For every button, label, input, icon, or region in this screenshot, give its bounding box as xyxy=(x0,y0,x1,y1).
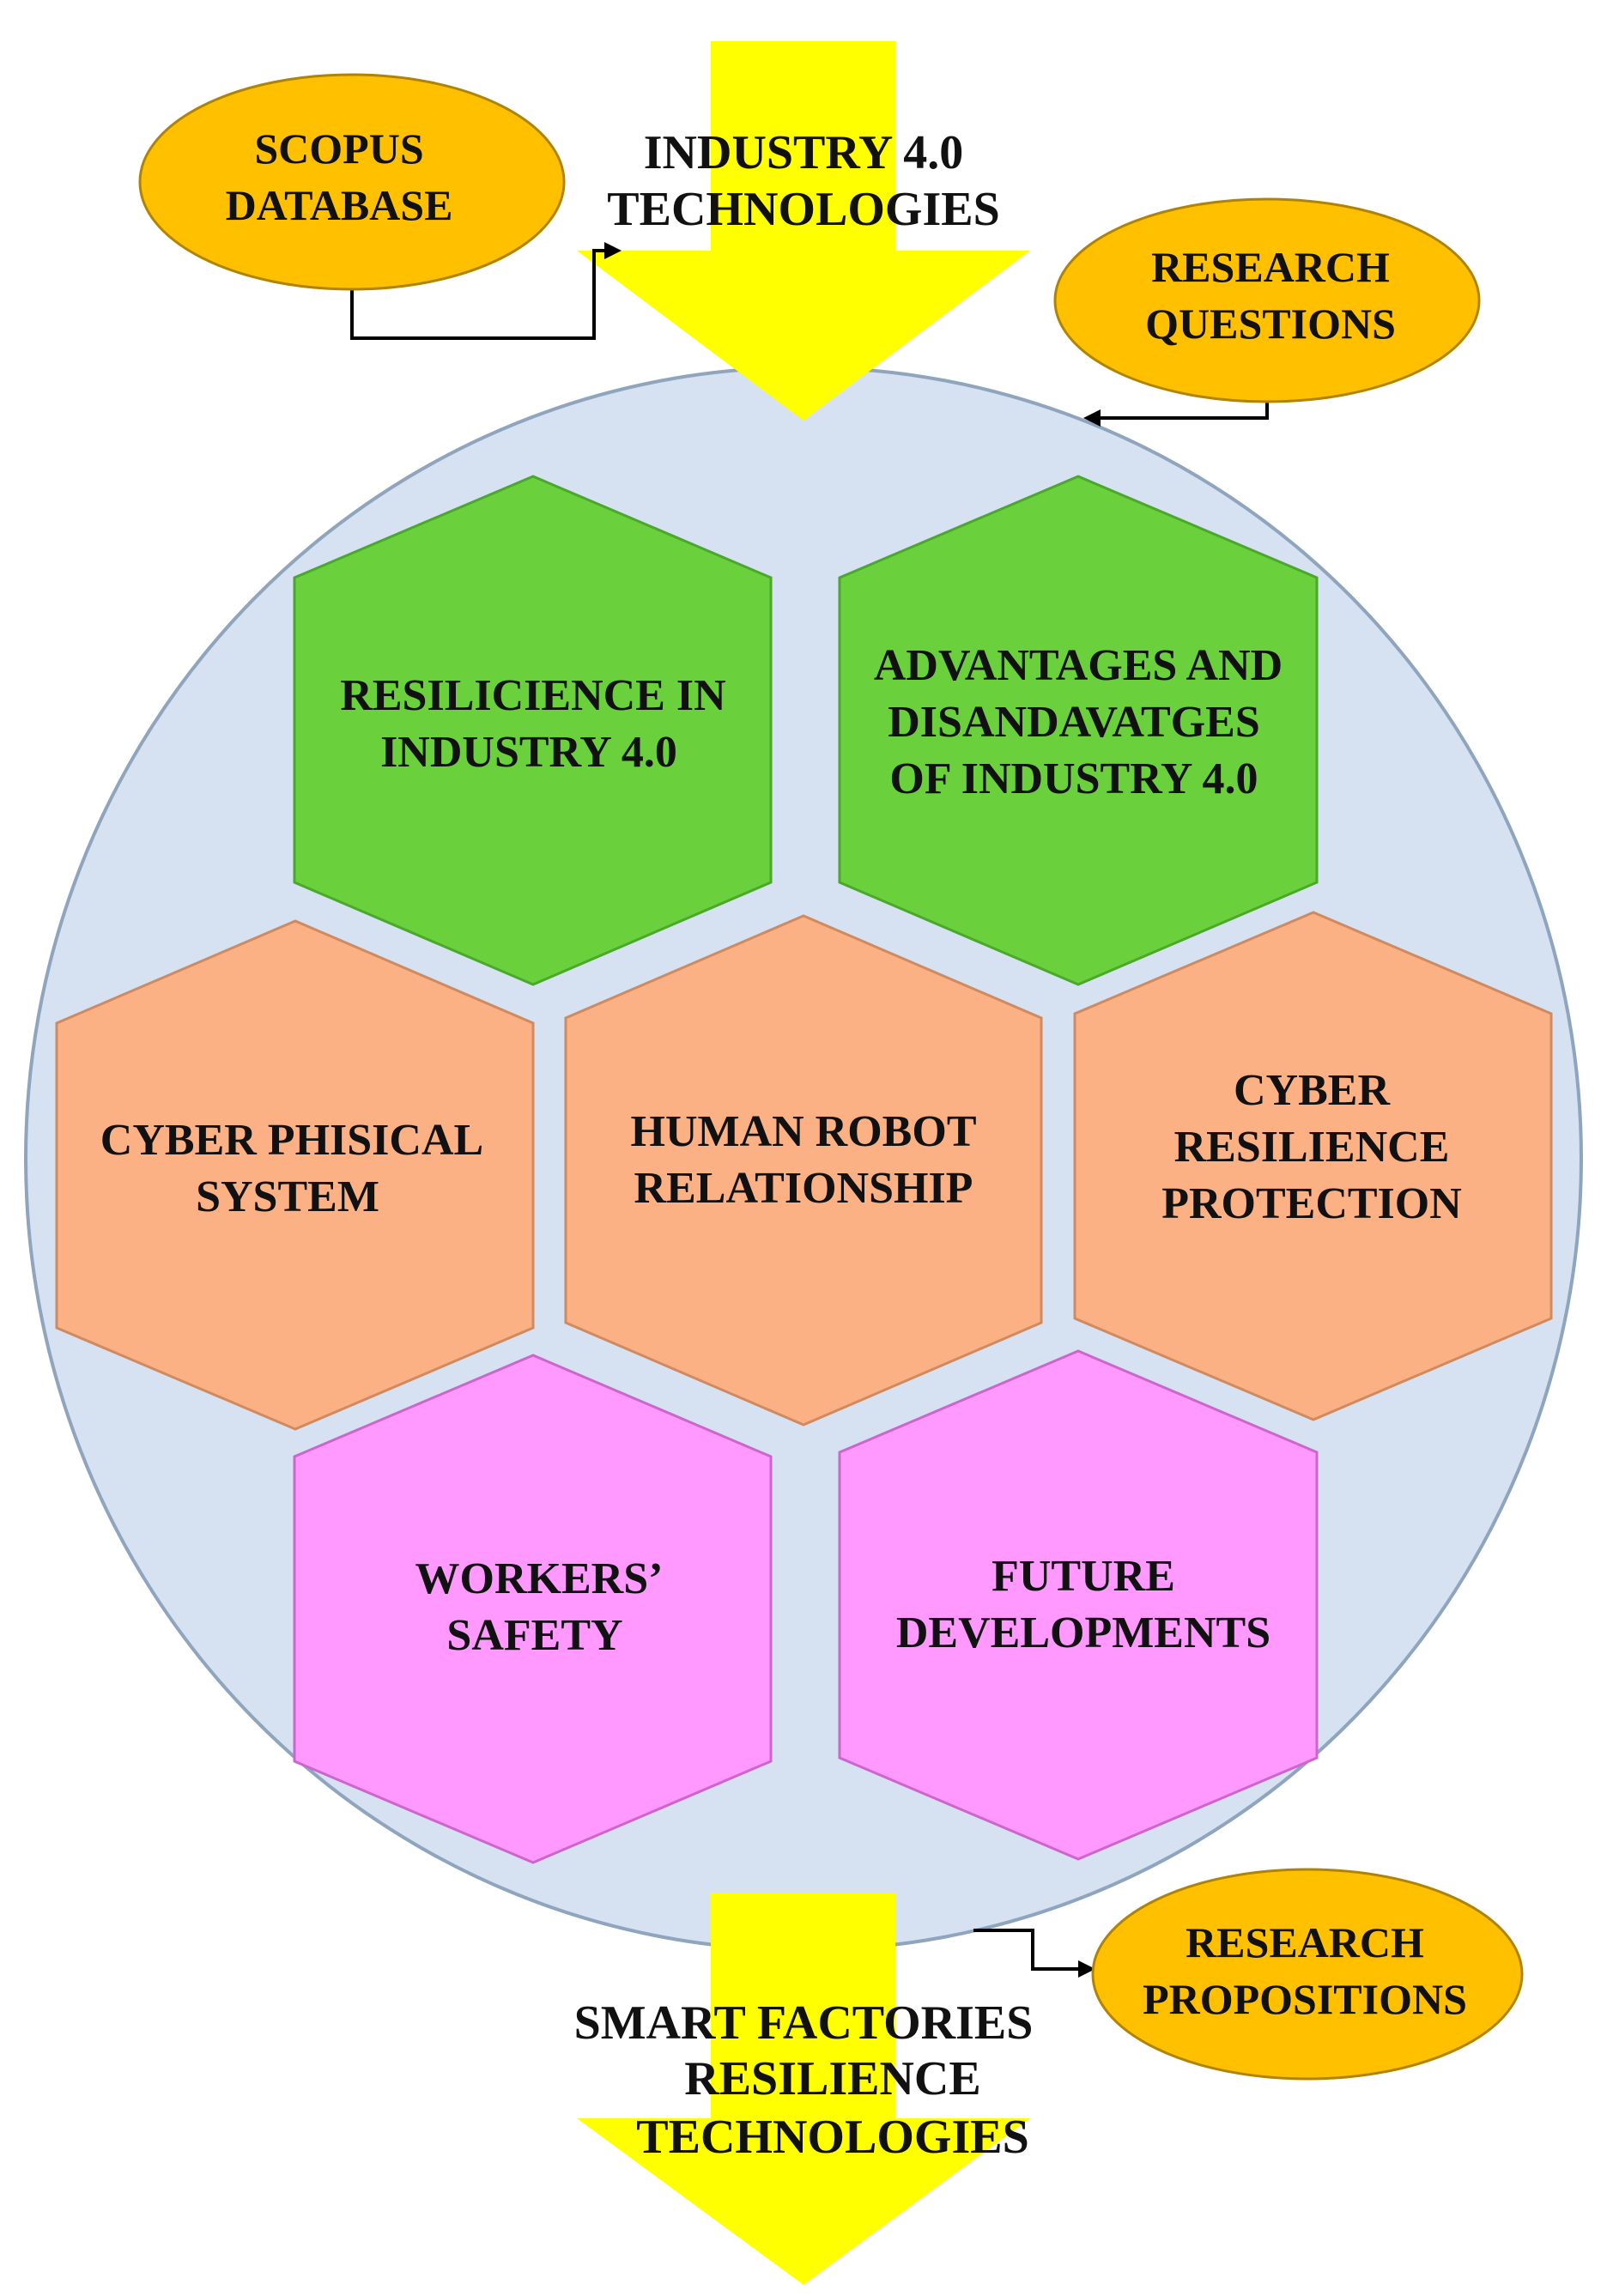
hexagon-cyber-resilience-protection-shape xyxy=(1073,911,1553,1421)
hexagon-future-developments-shape xyxy=(838,1349,1319,1861)
hexagon-cyber-physical-system: CYBER PHISICAL SYSTEM xyxy=(55,919,535,1431)
research-questions-label-line-1: RESEARCH xyxy=(1151,243,1390,291)
hexagon-human-robot-relationship: HUMAN ROBOT RELATIONSHIP xyxy=(564,914,1043,1427)
hexagon-future-developments: FUTURE DEVELOPMENTS xyxy=(838,1349,1319,1861)
questions-connector xyxy=(1101,402,1269,420)
scopus-connector-arrowhead xyxy=(604,242,622,259)
bottom-arrow-label-line-2: RESILIENCE xyxy=(684,2052,980,2105)
hexagon-human-robot-relationship-shape xyxy=(564,914,1043,1427)
bottom-arrow-label-line-3: TECHNOLOGIES xyxy=(636,2111,1028,2164)
hexagon-cyber-physical-system-label-line-1: CYBER PHISICAL xyxy=(100,1116,483,1165)
top-arrow-label-line-1: INDUSTRY 4.0 xyxy=(644,126,963,179)
scopus-database-label-line-2: DATABASE xyxy=(226,181,453,229)
hexagon-workers-safety-shape xyxy=(293,1354,773,1864)
hexagon-advantages-disadvantages-label-line-2: DISANDAVATGES xyxy=(888,698,1260,747)
research-propositions-shape xyxy=(1091,1868,1524,2081)
hexagon-cyber-physical-system-shape xyxy=(55,919,535,1431)
hexagon-advantages-disadvantages-label-line-1: ADVANTAGES AND xyxy=(874,641,1283,690)
bottom-arrow-label-line-1: SMART FACTORIES xyxy=(574,1996,1034,2050)
hexagon-workers-safety-label-line-2: SAFETY xyxy=(446,1611,622,1660)
hexagon-human-robot-relationship-label-line-1: HUMAN ROBOT xyxy=(631,1107,977,1156)
hexagon-advantages-disadvantages-label-line-3: OF INDUSTRY 4.0 xyxy=(889,754,1258,803)
research-propositions-label-line-1: RESEARCH xyxy=(1186,1918,1424,1966)
hexagon-advantages-disadvantages: ADVANTAGES AND DISANDAVATGES OF INDUSTRY… xyxy=(838,475,1319,986)
scopus-database-ellipse: SCOPUS DATABASE xyxy=(138,73,566,291)
hexagon-future-developments-label-line-1: FUTURE xyxy=(991,1552,1175,1601)
hexagon-workers-safety-label-line-1: WORKERS’ xyxy=(415,1554,664,1603)
scopus-database-label-line-1: SCOPUS xyxy=(254,124,423,173)
hexagon-cyber-resilience-protection-label-line-3: PROTECTION xyxy=(1161,1179,1462,1228)
hexagon-cyber-physical-system-label-line-2: SYSTEM xyxy=(196,1172,379,1221)
top-arrow xyxy=(577,41,1030,421)
questions-connector-arrowhead xyxy=(1083,409,1101,427)
propositions-connector xyxy=(973,1929,1078,1971)
hexagon-workers-safety: WORKERS’ SAFETY xyxy=(293,1354,773,1864)
research-propositions-ellipse: RESEARCH PROPOSITIONS xyxy=(1091,1868,1524,2081)
top-arrow-label-line-2: TECHNOLOGIES xyxy=(607,183,999,236)
hexagon-future-developments-label-line-2: DEVELOPMENTS xyxy=(896,1608,1270,1657)
hexagon-resilience-industry: RESILICIENCE IN INDUSTRY 4.0 xyxy=(293,475,773,986)
hexagon-cyber-resilience-protection-label-line-1: CYBER xyxy=(1234,1066,1391,1115)
bottom-arrow-label: SMART FACTORIES RESILIENCE TECHNOLOGIES xyxy=(574,1996,1034,2164)
bottom-arrow xyxy=(577,1893,1030,2285)
hexagon-cyber-resilience-protection: CYBER RESILIENCE PROTECTION xyxy=(1073,911,1553,1421)
hexagon-advantages-disadvantages-shape xyxy=(838,475,1319,986)
top-arrow-label: INDUSTRY 4.0 TECHNOLOGIES xyxy=(607,126,999,236)
hexagon-resilience-industry-shape xyxy=(293,475,773,986)
hexagon-resilience-industry-label-line-2: INDUSTRY 4.0 xyxy=(380,728,677,777)
scopus-connector xyxy=(350,249,605,340)
hexagon-resilience-industry-label-line-1: RESILICIENCE IN xyxy=(340,671,725,720)
hexagon-human-robot-relationship-label-line-2: RELATIONSHIP xyxy=(634,1164,973,1213)
research-questions-label-line-2: QUESTIONS xyxy=(1145,300,1396,348)
scopus-database-shape xyxy=(138,73,566,291)
propositions-connector-arrowhead xyxy=(1078,1960,1095,1978)
hexagon-cyber-resilience-protection-label-line-2: RESILIENCE xyxy=(1174,1123,1450,1172)
research-propositions-label-line-2: PROPOSITIONS xyxy=(1143,1975,1467,2023)
research-questions-ellipse: RESEARCH QUESTIONS xyxy=(1053,197,1481,403)
research-questions-shape xyxy=(1053,197,1481,403)
